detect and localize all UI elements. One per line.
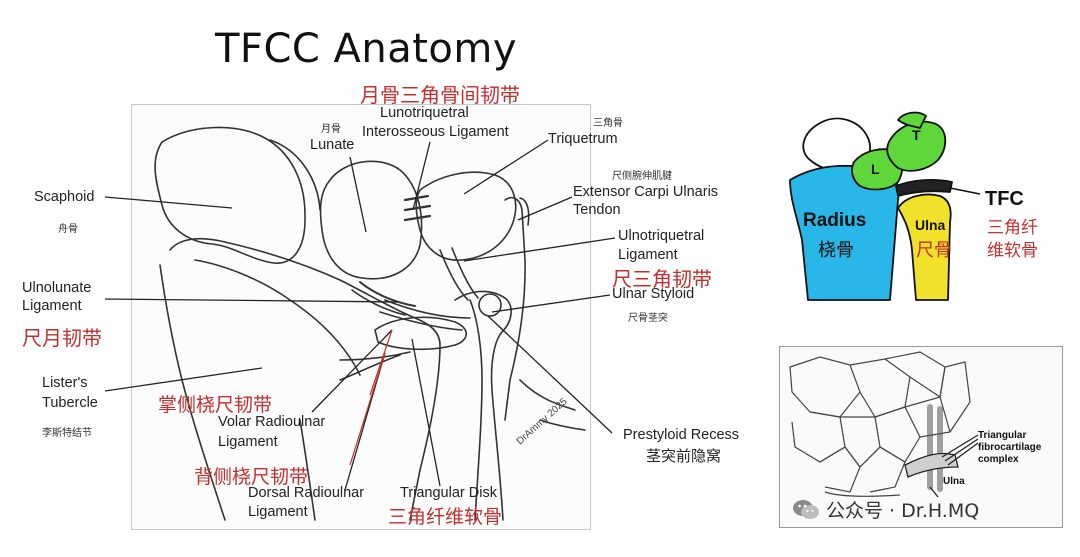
scaphoid-cn-label: 舟骨 bbox=[58, 224, 78, 235]
tfc-schematic bbox=[789, 111, 981, 301]
scaphoid-en-label: Scaphoid bbox=[34, 189, 95, 205]
ulna-en-label: Ulna bbox=[915, 217, 946, 233]
volar-radioulnar-en-label-2: Ligament bbox=[218, 434, 278, 450]
ecu-tendon-shape bbox=[504, 196, 526, 421]
lunotriquetral-en-label-1: Lunotriquetral bbox=[380, 105, 469, 121]
radius-en-label: Radius bbox=[803, 210, 867, 231]
tfcc-label-3: complex bbox=[978, 454, 1019, 465]
ulnar-styloid-shape bbox=[478, 293, 502, 317]
ulna-small-label: Ulna bbox=[943, 476, 965, 487]
triquetrum-cn-label: 三角骨 bbox=[593, 118, 623, 129]
tfc-cn-label-2: 维软骨 bbox=[987, 241, 1038, 261]
tfcc-label-2: fibrocartilage bbox=[978, 442, 1042, 453]
triangular-disk-en-label: Triangular Disk bbox=[400, 485, 497, 501]
watermark-text: 公众号 · Dr.H.MQ bbox=[826, 500, 980, 522]
lunotriquetral-cn-label: 月骨三角骨间韧带 bbox=[360, 83, 520, 107]
dorsal-radioulnar-en-label-1: Dorsal Radioulnar bbox=[248, 485, 365, 501]
dorsal-radioulnar-cn-label: 背侧桡尺韧带 bbox=[194, 466, 309, 488]
tfc-en-label: TFC bbox=[985, 188, 1024, 210]
ulnolunate-ligament-shape bbox=[359, 281, 416, 307]
ulnar-styloid-cn-label: 尺骨茎突 bbox=[628, 313, 668, 324]
triangular-disk-shape bbox=[374, 316, 468, 351]
tfc-cn-label-1: 三角纤 bbox=[987, 218, 1038, 238]
prestyloid-recess-en-label: Prestyloid Recess bbox=[623, 427, 740, 443]
volar-radioulnar-cn-label: 掌侧桡尺韧带 bbox=[158, 394, 273, 416]
triquetrum-en-label: Triquetrum bbox=[548, 131, 618, 147]
bone-l-label: L bbox=[871, 161, 880, 177]
triquetrum-shape bbox=[415, 171, 517, 261]
ecu-cn-label: 尺侧腕伸肌腱 bbox=[612, 171, 672, 182]
ulna-yellow-shape bbox=[897, 193, 952, 301]
lunate-en-label: Lunate bbox=[310, 137, 355, 153]
ulnotriquetral-en-label-2: Ligament bbox=[618, 247, 678, 263]
ulnar-styloid-en-label: Ulnar Styloid bbox=[612, 286, 695, 302]
listers-en-label-2: Tubercle bbox=[42, 395, 98, 411]
prestyloid-recess-cn-label: 茎突前隐窝 bbox=[646, 447, 722, 465]
artist-signature: DrAmmy 2025 bbox=[515, 396, 570, 447]
listers-en-label-1: Lister's bbox=[42, 375, 88, 391]
bone-t-label: T bbox=[912, 127, 921, 143]
ecu-en-label-2: Tendon bbox=[573, 202, 621, 218]
tfcc-cellular-drawing bbox=[789, 351, 979, 498]
lunate-shape bbox=[319, 160, 423, 280]
lunate-cn-label: 月骨 bbox=[321, 124, 341, 135]
tfc-disk-shape bbox=[895, 179, 953, 197]
scaphoid-shape bbox=[154, 126, 306, 264]
ulnolunate-cn-label: 尺月韧带 bbox=[22, 326, 102, 350]
watermark: 公众号 · Dr.H.MQ bbox=[792, 496, 979, 523]
lunotriquetral-en-label-2: Interosseous Ligament bbox=[362, 124, 509, 140]
ulnotriquetral-cn-label: 尺三角韧带 bbox=[612, 267, 712, 291]
ulnolunate-en-label-1: Ulnolunate bbox=[22, 280, 92, 296]
main-illustration-frame bbox=[131, 104, 591, 530]
ecu-en-label-1: Extensor Carpi Ulnaris bbox=[573, 184, 719, 200]
volar-radioulnar-en-label-1: Volar Radioulnar bbox=[218, 414, 326, 430]
ulnotriquetral-en-label-1: Ulnotriquetral bbox=[618, 228, 705, 244]
triangular-disk-cn-label: 三角纤维软骨 bbox=[388, 506, 503, 528]
tfcc-label-1: Triangular bbox=[978, 430, 1027, 441]
dorsal-radioulnar-en-label-2: Ligament bbox=[248, 504, 308, 520]
ulnolunate-en-label-2: Ligament bbox=[22, 298, 82, 314]
listers-cn-label: 李斯特结节 bbox=[42, 428, 92, 439]
ulna-shape bbox=[454, 290, 512, 521]
wechat-icon bbox=[793, 499, 819, 519]
page-title: TFCC Anatomy bbox=[215, 26, 518, 72]
ulna-cn-label: 尺骨 bbox=[916, 240, 952, 261]
radius-cn-label: 桡骨 bbox=[818, 240, 854, 261]
